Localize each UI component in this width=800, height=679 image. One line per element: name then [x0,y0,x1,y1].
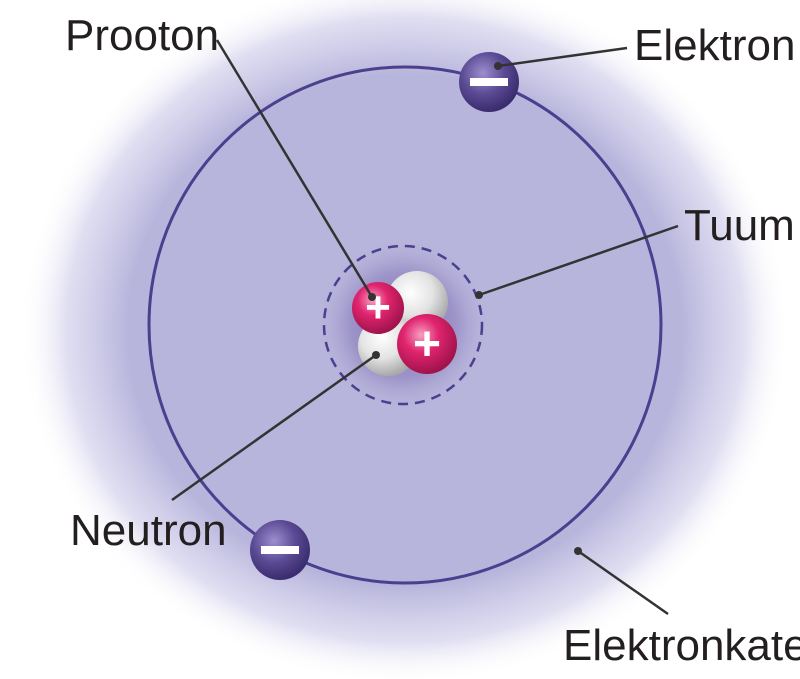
proton-leader-dot [368,293,376,301]
electron-label: Elektron [634,21,795,70]
proton-label: Prooton [65,11,219,60]
nucleus-leader-dot [475,291,483,299]
electron-orbit [147,65,663,585]
shell-leader-dot [574,547,582,555]
electron-leader-dot [494,62,502,70]
electron-minus-sign [261,546,299,554]
electron-minus-sign [470,78,508,86]
leader-lines [171,39,679,616]
electron-leader [497,46,628,68]
electron-shell-label: Elektronkate [563,621,800,670]
shell-leader [577,549,669,616]
proton-plus-sign: + [413,318,441,371]
neutron-leader [171,353,377,502]
proton-leader [215,39,374,298]
nucleus-label: Tuum [684,201,795,250]
neutron-label: Neutron [70,506,227,555]
nucleus-boundary [322,244,484,406]
proton-particle [397,314,457,374]
nucleus-leader [478,224,679,297]
neutron-leader-dot [372,351,380,359]
proton-particle [352,282,404,334]
leader-dots [368,62,582,555]
